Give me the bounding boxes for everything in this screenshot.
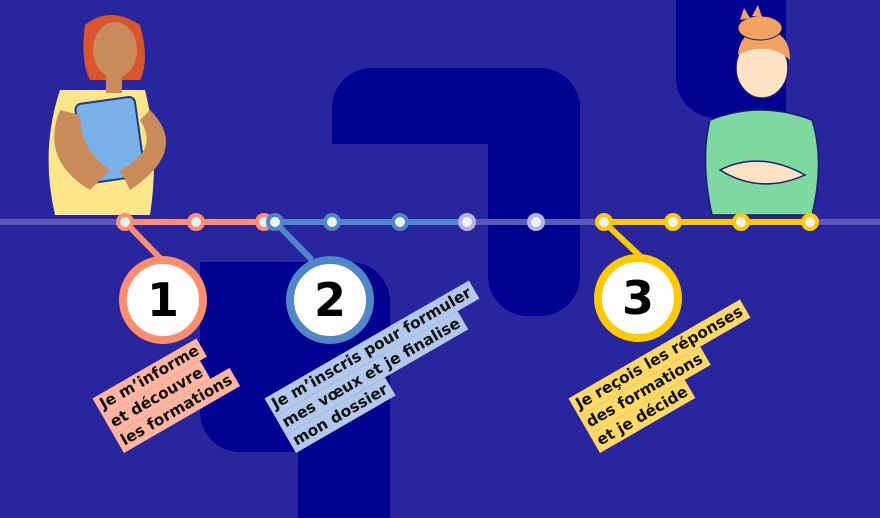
step-3-badge: 3: [594, 254, 682, 342]
student-boy-with-cat: [704, 5, 820, 216]
timeline-dots: [116, 213, 819, 231]
bg-shape-hook-stem: [488, 100, 580, 316]
step-1-badge: 1: [119, 256, 207, 344]
student-girl: [48, 15, 166, 215]
step-2-badge: 2: [286, 256, 374, 344]
